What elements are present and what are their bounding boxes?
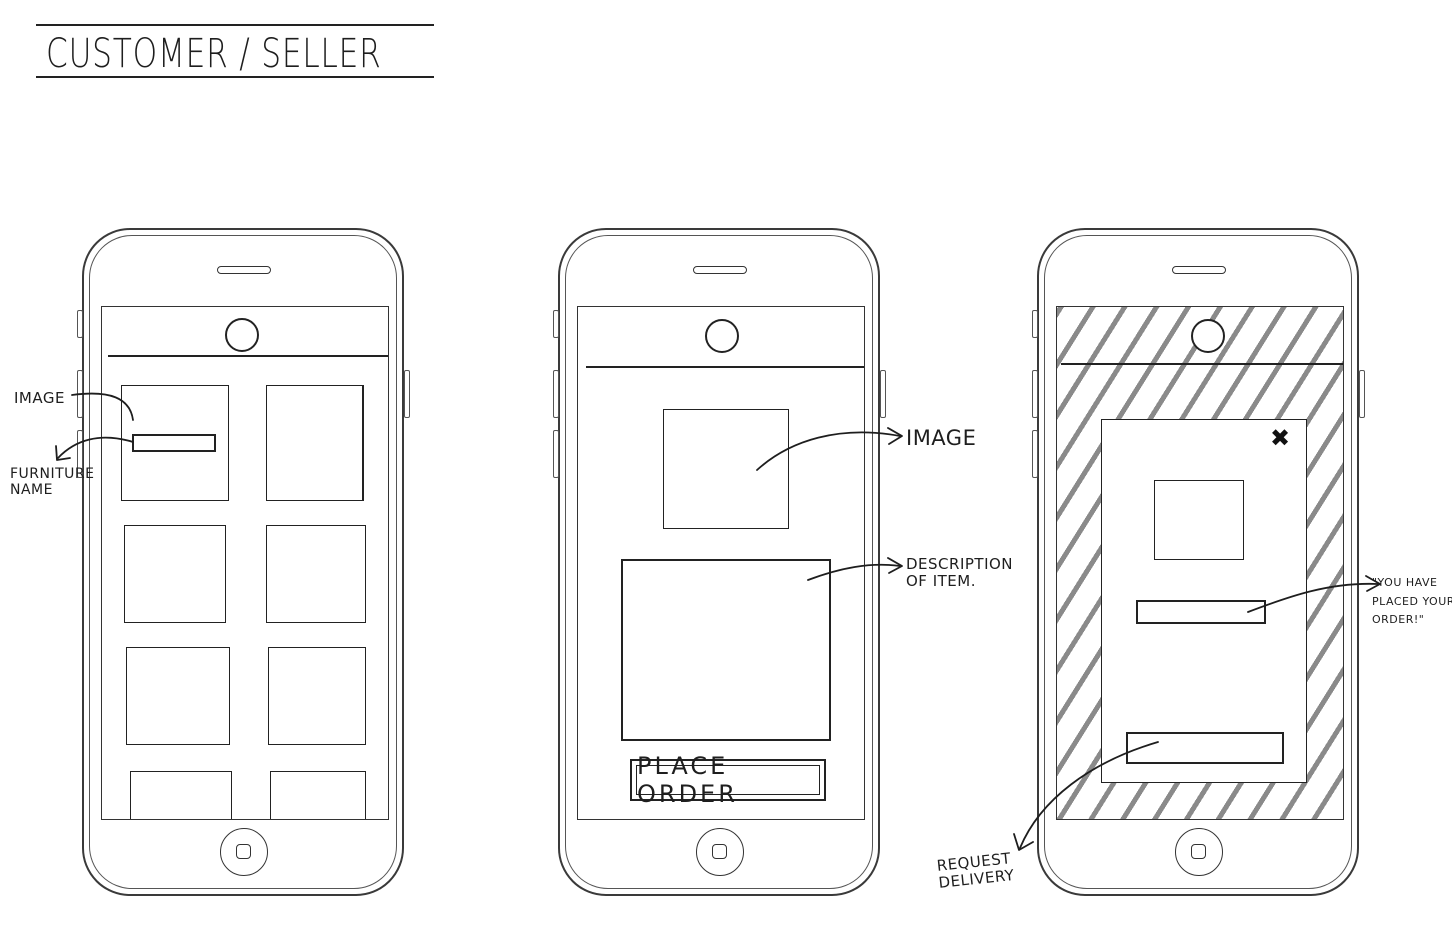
annotation-line: "YOU HAVE bbox=[1372, 576, 1438, 589]
order-placed-message bbox=[1136, 600, 1266, 624]
phone-mute-switch bbox=[77, 310, 83, 338]
arrow-image-grid bbox=[71, 392, 134, 421]
arrow-description bbox=[807, 563, 901, 581]
screen-item-detail: PLACE ORDER bbox=[577, 306, 865, 820]
phone-power-button bbox=[1359, 370, 1365, 418]
product-card[interactable] bbox=[121, 385, 229, 501]
item-image bbox=[663, 409, 789, 529]
arrowhead-description bbox=[887, 557, 903, 574]
header-logo-icon[interactable] bbox=[225, 318, 259, 352]
arrowhead-furniture-name bbox=[55, 445, 71, 461]
phone-power-button bbox=[404, 370, 410, 418]
home-button[interactable] bbox=[696, 828, 744, 876]
annotation-furniture-name: FURNITURE NAME bbox=[10, 466, 95, 498]
product-card[interactable] bbox=[266, 385, 364, 501]
furniture-name-field bbox=[132, 434, 216, 452]
close-icon[interactable]: ✖ bbox=[1270, 424, 1291, 452]
phone-volume-down bbox=[1032, 430, 1038, 478]
product-card[interactable] bbox=[130, 771, 232, 819]
header-divider bbox=[1061, 363, 1343, 365]
phone-mute-switch bbox=[553, 310, 559, 338]
annotation-line: DESCRIPTION bbox=[906, 555, 1014, 573]
annotation-line: OF ITEM. bbox=[906, 572, 976, 591]
annotation-image-grid: IMAGE bbox=[14, 389, 65, 407]
screen-order-confirmation: ✖ bbox=[1056, 306, 1344, 820]
annotation-line: PLACED YOUR bbox=[1372, 594, 1452, 608]
annotation-line: ORDER!" bbox=[1372, 613, 1425, 627]
arrow-furniture-name bbox=[57, 436, 134, 459]
annotation-order-placed: "YOU HAVE PLACED YOUR ORDER!" bbox=[1372, 574, 1452, 630]
header-logo-icon[interactable] bbox=[705, 319, 739, 353]
phone-volume-up bbox=[553, 370, 559, 418]
product-card[interactable] bbox=[268, 647, 366, 745]
annotation-image-detail: IMAGE bbox=[906, 426, 977, 450]
phone-mute-switch bbox=[1032, 310, 1038, 338]
annotation-description: DESCRIPTION OF ITEM. bbox=[906, 555, 1014, 591]
phone-volume-down bbox=[553, 430, 559, 478]
product-card[interactable] bbox=[266, 525, 366, 623]
header-logo-icon bbox=[1191, 319, 1225, 353]
product-card[interactable] bbox=[124, 525, 226, 623]
arrowhead-image-detail bbox=[887, 427, 903, 445]
annotation-line: NAME bbox=[10, 482, 53, 499]
phone-item-detail: PLACE ORDER bbox=[553, 228, 886, 896]
title-rule-bottom bbox=[36, 76, 434, 78]
item-description bbox=[621, 559, 831, 741]
phone-power-button bbox=[880, 370, 886, 418]
home-button[interactable] bbox=[1175, 828, 1223, 876]
annotation-line: FURNITURE bbox=[10, 466, 95, 482]
phone-speaker bbox=[693, 266, 747, 274]
arrowhead-request-delivery bbox=[1013, 833, 1034, 851]
phone-order-confirmation: ✖ bbox=[1032, 228, 1365, 896]
arrow-order-placed bbox=[1247, 582, 1379, 613]
phone-speaker bbox=[1172, 266, 1226, 274]
phone-grid bbox=[77, 228, 410, 896]
page-title: CUSTOMER / SELLER bbox=[46, 31, 382, 77]
product-card[interactable] bbox=[126, 647, 230, 745]
arrowhead-order-placed bbox=[1365, 575, 1381, 592]
screen-grid bbox=[101, 306, 389, 820]
phone-volume-up bbox=[1032, 370, 1038, 418]
arrow-image-detail bbox=[756, 431, 901, 471]
header-divider bbox=[108, 355, 388, 357]
phone-speaker bbox=[217, 266, 271, 274]
title-rule-top bbox=[36, 24, 434, 26]
order-modal: ✖ bbox=[1101, 419, 1307, 783]
product-card[interactable] bbox=[270, 771, 366, 819]
modal-item-image bbox=[1154, 480, 1244, 560]
arrow-request-delivery bbox=[1019, 741, 1159, 849]
phone-volume-down bbox=[77, 430, 83, 478]
header-divider bbox=[586, 366, 864, 368]
request-delivery-button[interactable] bbox=[1126, 732, 1284, 764]
home-button[interactable] bbox=[220, 828, 268, 876]
